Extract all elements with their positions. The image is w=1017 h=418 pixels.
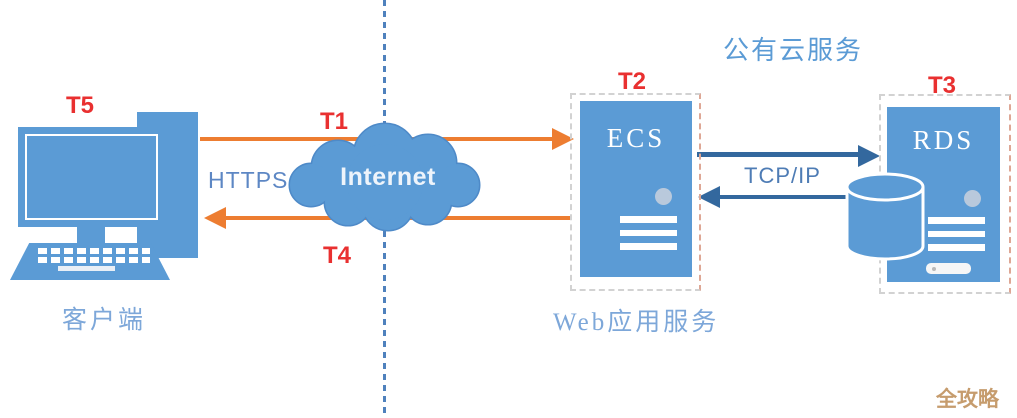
ecs-caption: Web应用服务 [553,309,720,336]
client-tag: T5 [66,92,95,119]
tower-vent [309,125,326,129]
ecs-led-icon [655,188,672,205]
ecs-server-icon: ECS [580,101,692,277]
response-arrowhead-icon [204,207,226,229]
ecs-tag: T2 [618,68,647,95]
flow-t1-tag: T1 [320,108,349,135]
watermark: 全攻略 [936,388,999,411]
rds-led-icon [964,190,981,207]
flow-t4-tag: T4 [323,242,352,269]
client-caption: 客户端 [62,307,147,334]
tcpip-forward-arrowhead-icon [858,145,880,167]
public-cloud-title: 公有云服务 [723,35,864,65]
ecs-slot [620,216,677,223]
keyboard-keys-row [38,257,150,263]
rds-slot [928,230,985,237]
rds-slot [928,244,985,251]
tcpip-return-line [720,194,862,199]
tcpip-return-arrowhead-icon [698,186,720,208]
rds-tag: T3 [928,72,957,99]
ecs-dashed-boundary [570,93,701,291]
tcpip-label: TCP/IP [744,163,821,188]
monitor-icon [18,127,165,227]
internet-cloud-icon [288,122,481,232]
tcpip-forward-line [697,152,859,157]
https-label: HTTPS [208,167,289,193]
keyboard-icon [10,243,170,280]
ecs-slot [620,243,677,250]
keyboard-keys-row [38,248,150,254]
monitor-screen [25,134,158,220]
monitor-stand [77,227,105,244]
database-cylinder-icon [845,172,925,261]
rds-drive-icon [926,263,971,274]
rds-slot [928,217,985,224]
keyboard-spacebar [58,266,115,271]
tower-vent [309,118,326,122]
ecs-slot [620,229,677,236]
rds-name: RDS [912,125,975,155]
ecs-name: ECS [606,123,666,153]
internet-label: Internet [340,163,436,191]
request-arrowhead-icon [552,128,574,150]
